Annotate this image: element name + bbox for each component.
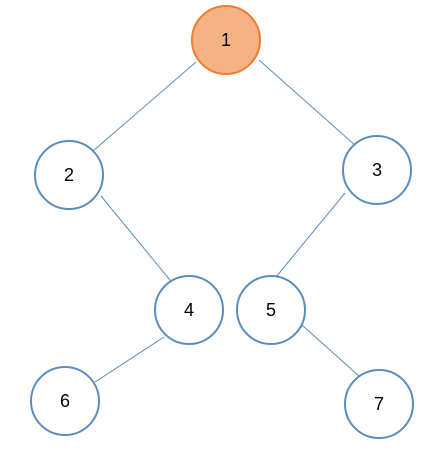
node-label-2: 2 xyxy=(64,165,74,185)
tree-node-4: 4 xyxy=(154,275,224,345)
node-circle-3 xyxy=(342,135,412,205)
node-circle-1 xyxy=(191,5,261,75)
node-circle-6 xyxy=(30,366,100,436)
edge-1-2 xyxy=(92,61,197,152)
tree-node-1: 1 xyxy=(191,5,261,75)
node-label-1: 1 xyxy=(221,30,231,50)
node-label-4: 4 xyxy=(184,300,194,320)
edge-5-7 xyxy=(301,324,361,378)
nodes-group: 1 2 3 4 5 6 7 xyxy=(30,5,414,439)
edge-3-5 xyxy=(275,192,346,278)
node-circle-2 xyxy=(34,140,104,210)
edges-group xyxy=(92,59,361,383)
edge-2-4 xyxy=(100,195,175,286)
tree-node-7: 7 xyxy=(344,369,414,439)
tree-node-3: 3 xyxy=(342,135,412,205)
edge-4-6 xyxy=(94,336,165,383)
node-circle-7 xyxy=(344,369,414,439)
node-label-6: 6 xyxy=(60,391,70,411)
tree-node-2: 2 xyxy=(34,140,104,210)
tree-node-6: 6 xyxy=(30,366,100,436)
edge-1-3 xyxy=(258,59,357,147)
node-label-5: 5 xyxy=(266,300,276,320)
node-circle-5 xyxy=(236,275,306,345)
node-circle-4 xyxy=(154,275,224,345)
node-label-7: 7 xyxy=(374,394,384,414)
tree-node-5: 5 xyxy=(236,275,306,345)
node-label-3: 3 xyxy=(372,160,382,180)
